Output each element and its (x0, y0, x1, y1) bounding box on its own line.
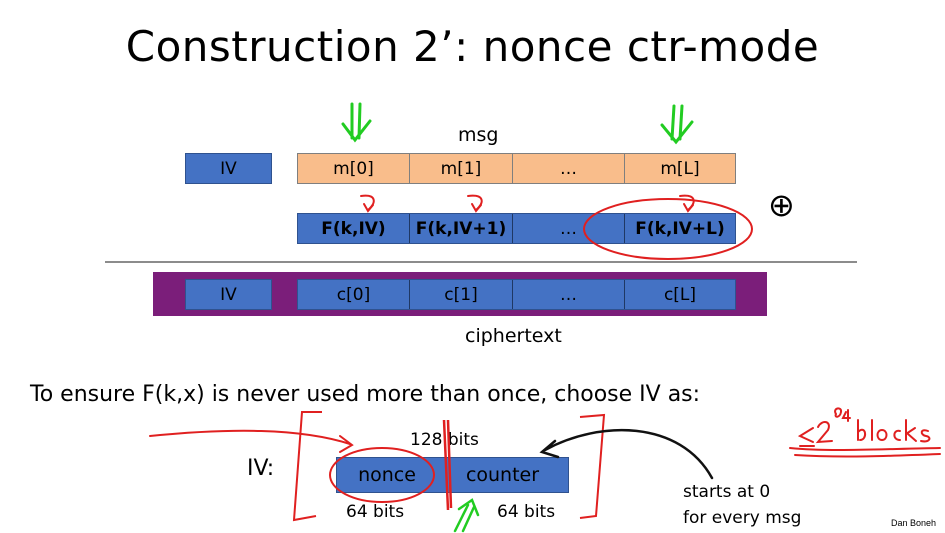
green-arrow-mL-icon (660, 104, 694, 145)
cipher-block-ellipsis: … (513, 280, 625, 309)
slide-title: Construction 2’: nonce ctr-mode (125, 22, 820, 71)
bits-64-left: 64 bits (346, 502, 405, 522)
ciphertext-label: ciphertext (465, 325, 562, 347)
cipher-block-L: c[L] (663, 284, 697, 305)
bits-64-right: 64 bits (497, 502, 556, 522)
red-ellipse-nonce-icon (329, 447, 435, 503)
black-arrow-icon (539, 428, 714, 480)
msg-block-1: m[1] (410, 154, 513, 183)
nonce-field: nonce (358, 464, 416, 486)
xor-symbol: ⊕ (768, 186, 795, 224)
divider-line (105, 261, 857, 263)
iv-box-cipher-label: IV (220, 284, 237, 305)
counter-field: counter (465, 464, 540, 486)
red-arrow-left-icon (149, 429, 354, 453)
starts-note-line1: starts at 0 (683, 482, 771, 502)
iv-box-top-label: IV (220, 158, 237, 179)
prf-block-L: F(k,IV+L) (635, 218, 725, 239)
author-credit: Dan Boneh (891, 518, 937, 528)
red-bracket-right-icon (579, 413, 606, 519)
cipher-blocks: c[0] c[1] … c[L] (297, 279, 736, 310)
msg-label: msg (458, 124, 499, 146)
prf-blocks: F(k,IV) F(k,IV+1) … F(k,IV+L) (297, 213, 736, 244)
iv-box-top: IV (185, 153, 272, 184)
handwritten-limit-note-icon (789, 407, 941, 458)
green-arrow-m0-icon (341, 102, 372, 143)
ensure-sentence: To ensure F(k,x) is never used more than… (30, 382, 701, 407)
prf-block-ellipsis: … (513, 214, 625, 243)
red-ellipse-prf-L-icon (583, 198, 753, 260)
starts-note-line2: for every msg (683, 508, 802, 528)
green-arrow-up-icon (453, 498, 480, 533)
message-blocks: m[0] m[1] … m[L] (297, 153, 736, 184)
red-bracket-left-icon (292, 411, 322, 522)
msg-block-L: m[L] (660, 158, 700, 179)
msg-block-0: m[0] (298, 154, 410, 183)
cipher-block-1: c[1] (410, 280, 513, 309)
cipher-block-0: c[0] (298, 280, 410, 309)
iv-structure: nonce counter (336, 457, 569, 493)
prf-block-0: F(k,IV) (298, 214, 410, 243)
red-hook-arrows-icon (360, 194, 695, 213)
msg-block-ellipsis: … (513, 154, 625, 183)
iv-layout-label: IV: (247, 456, 275, 481)
red-divider-icon (442, 419, 453, 511)
prf-block-1: F(k,IV+1) (410, 214, 513, 243)
iv-box-cipher: IV (185, 279, 272, 310)
